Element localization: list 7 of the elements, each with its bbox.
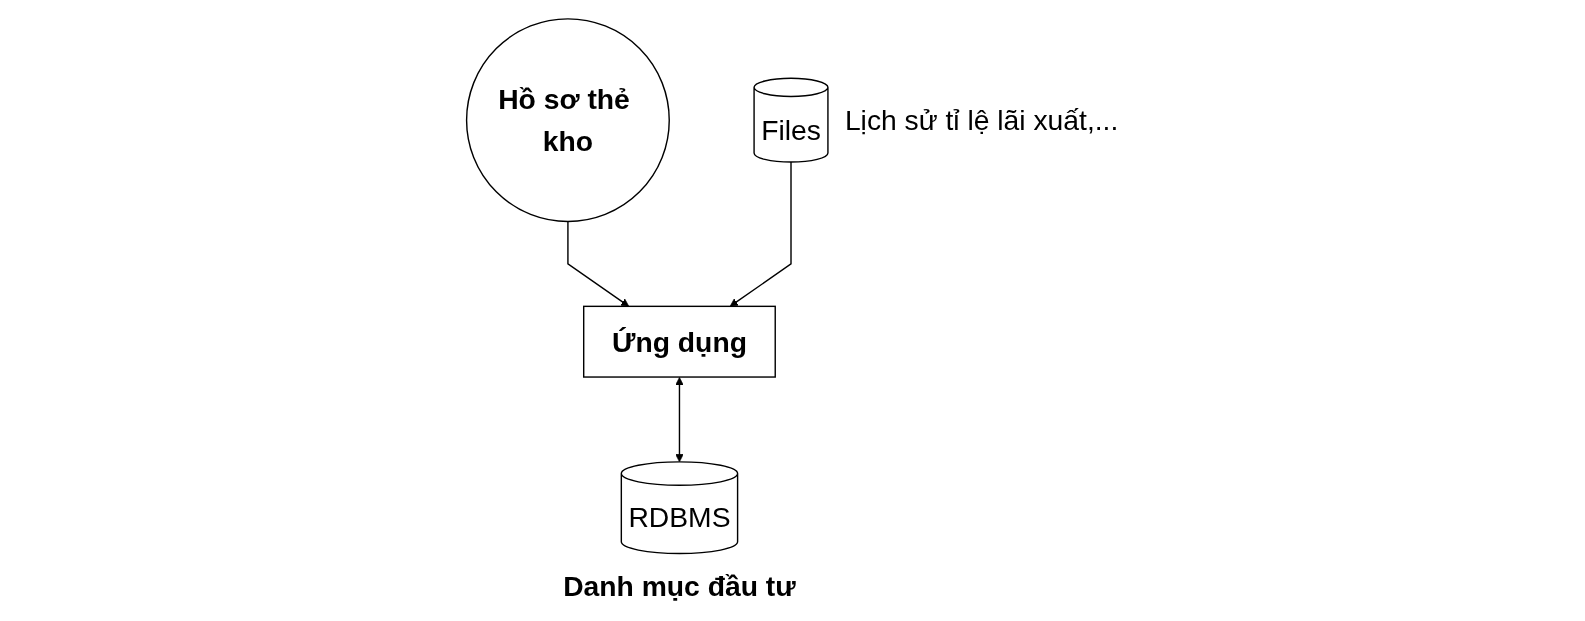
arrow — [675, 377, 684, 463]
caption-text: Lịch sử tỉ lệ lãi xuất,... — [844, 103, 1119, 136]
node-circle: Hồ sơ thẻ kho — [465, 18, 670, 223]
arrow — [729, 161, 792, 307]
arrow — [567, 220, 630, 307]
node-box: Ứng dụng — [583, 305, 776, 378]
caption-text: Danh mục đầu tư — [563, 569, 796, 602]
